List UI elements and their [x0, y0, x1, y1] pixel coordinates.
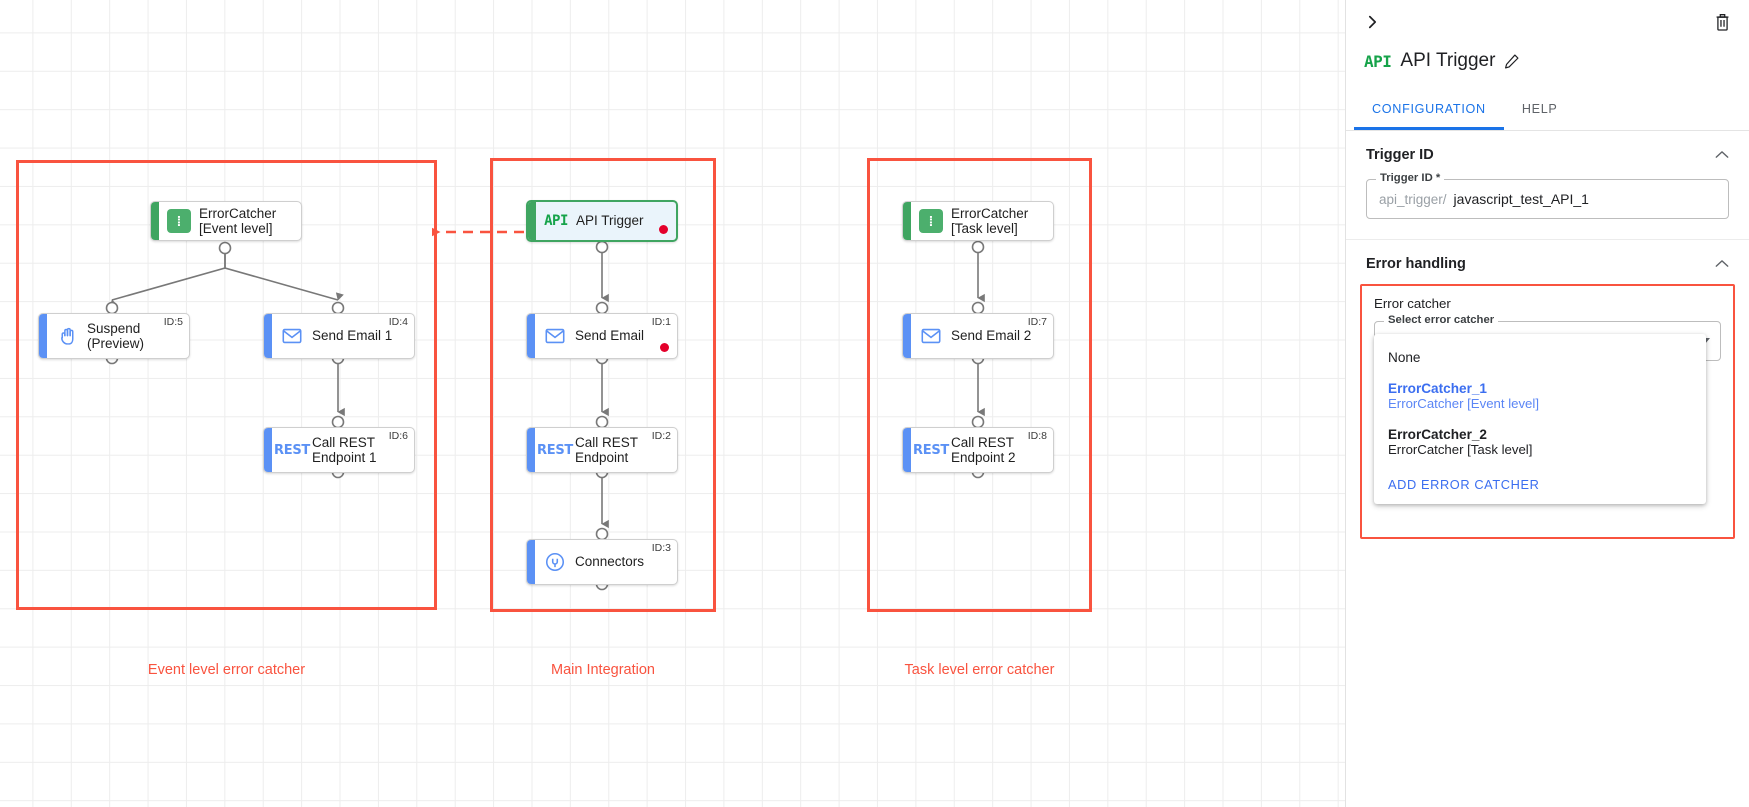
error-catcher-box: Error catcher Select error catcher Error…	[1360, 284, 1735, 539]
node-send-email-2[interactable]: Send Email 2 ID:7	[902, 313, 1054, 359]
node-accent-bar	[151, 202, 159, 240]
api-icon: API	[544, 213, 568, 229]
error-catcher-label: Error catcher	[1374, 296, 1451, 311]
node-label: Call REST Endpoint 1	[312, 434, 377, 465]
trash-icon[interactable]	[1709, 9, 1735, 35]
trigger-id-legend: Trigger ID *	[1376, 172, 1445, 184]
node-label: Send Email 1	[312, 328, 393, 344]
panel-tabs: CONFIGURATION HELP	[1346, 92, 1749, 131]
node-accent-bar	[903, 314, 911, 358]
trigger-id-value: javascript_test_API_1	[1453, 191, 1589, 207]
pencil-icon[interactable]	[1504, 53, 1520, 69]
rest-icon: REST	[537, 442, 573, 458]
trigger-id-input[interactable]: Trigger ID * api_trigger/ javascript_tes…	[1366, 172, 1729, 219]
node-label: ErrorCatcher [Task level]	[951, 205, 1029, 236]
event-level-group[interactable]	[16, 160, 437, 610]
node-accent-bar	[527, 428, 535, 472]
api-icon: API	[1364, 51, 1392, 71]
node-label: ErrorCatcher [Event level]	[199, 205, 277, 236]
node-error-indicator	[660, 343, 669, 352]
node-error-catcher-task-level[interactable]: ⁞ ErrorCatcher [Task level]	[902, 201, 1054, 241]
node-accent-bar	[264, 314, 272, 358]
node-accent-bar	[903, 202, 911, 240]
option-label: ErrorCatcher_2	[1388, 427, 1487, 442]
workflow-canvas[interactable]: Event level error catcher Main Integrati…	[0, 0, 1345, 807]
node-id: ID:2	[651, 430, 671, 442]
node-id: ID:8	[1027, 430, 1047, 442]
task-level-group[interactable]	[867, 158, 1092, 612]
task-level-group-label: Task level error catcher	[904, 662, 1055, 678]
node-suspend-preview[interactable]: Suspend (Preview) ID:5	[38, 313, 190, 359]
section-title: Trigger ID	[1366, 147, 1434, 163]
dropdown-option-errorcatcher-2[interactable]: ErrorCatcher_2 ErrorCatcher [Task level]	[1374, 419, 1706, 465]
rest-icon: REST	[913, 442, 949, 458]
event-level-group-label: Event level error catcher	[147, 662, 306, 678]
option-sublabel: ErrorCatcher [Task level]	[1388, 442, 1533, 457]
node-id: ID:4	[388, 316, 408, 328]
add-error-catcher-button[interactable]: ADD ERROR CATCHER	[1388, 477, 1540, 492]
node-accent-bar	[528, 202, 536, 240]
envelope-icon	[535, 325, 575, 347]
section-trigger-id: Trigger ID Trigger ID * api_trigger/ jav…	[1346, 131, 1749, 240]
tab-configuration[interactable]: CONFIGURATION	[1354, 92, 1504, 130]
node-label: Connectors	[575, 554, 645, 570]
rest-icon: REST	[274, 442, 310, 458]
node-label: Send Email 2	[951, 328, 1032, 344]
node-accent-bar	[527, 540, 535, 584]
node-accent-bar	[527, 314, 535, 358]
section-title: Error handling	[1366, 256, 1466, 272]
node-call-rest-endpoint-2[interactable]: REST Call REST Endpoint 2 ID:8	[902, 427, 1054, 473]
dropdown-option-none[interactable]: None	[1374, 342, 1706, 373]
node-error-catcher-event-level[interactable]: ⁞ ErrorCatcher [Event level]	[150, 201, 302, 241]
trigger-id-prefix: api_trigger/	[1379, 191, 1447, 207]
node-label: API Trigger	[576, 213, 644, 229]
suspend-hand-icon	[47, 326, 87, 347]
trigger-id-field-wrap: Trigger ID * api_trigger/ javascript_tes…	[1346, 172, 1749, 239]
option-label: None	[1388, 350, 1421, 365]
option-label: ErrorCatcher_1	[1388, 381, 1487, 396]
main-integration-group[interactable]	[490, 158, 716, 612]
node-id: ID:1	[651, 316, 671, 328]
envelope-icon	[272, 325, 312, 347]
section-error-handling-header[interactable]: Error handling	[1346, 240, 1749, 284]
envelope-icon	[911, 325, 951, 347]
error-catcher-dropdown[interactable]: None ErrorCatcher_1 ErrorCatcher [Event …	[1374, 334, 1706, 504]
chevron-right-icon[interactable]	[1358, 8, 1386, 36]
error-catcher-icon: ⁞	[911, 209, 951, 233]
node-call-rest-endpoint[interactable]: REST Call REST Endpoint ID:2	[526, 427, 678, 473]
node-label: Call REST Endpoint 2	[951, 434, 1016, 465]
node-send-email[interactable]: Send Email ID:1	[526, 313, 678, 359]
chevron-up-icon[interactable]	[1715, 257, 1729, 271]
main-integration-group-label: Main Integration	[551, 662, 655, 678]
node-label: Suspend (Preview)	[87, 320, 145, 351]
node-label: Send Email	[575, 328, 645, 344]
dropdown-option-errorcatcher-1[interactable]: ErrorCatcher_1 ErrorCatcher [Event level…	[1374, 373, 1706, 419]
node-connectors[interactable]: Connectors ID:3	[526, 539, 678, 585]
node-api-trigger[interactable]: API API Trigger	[526, 200, 678, 242]
section-trigger-id-header[interactable]: Trigger ID	[1346, 131, 1749, 175]
node-label: Call REST Endpoint	[575, 434, 639, 465]
chevron-up-icon[interactable]	[1715, 148, 1729, 162]
connectors-icon	[535, 551, 575, 573]
page-title: API Trigger	[1400, 50, 1496, 71]
select-error-catcher-legend: Select error catcher	[1384, 314, 1499, 326]
tab-help[interactable]: HELP	[1521, 102, 1558, 116]
details-panel: API API Trigger CONFIGURATION HELP Trigg…	[1345, 0, 1749, 807]
node-id: ID:7	[1027, 316, 1047, 328]
node-id: ID:6	[388, 430, 408, 442]
node-call-rest-endpoint-1[interactable]: REST Call REST Endpoint 1 ID:6	[263, 427, 415, 473]
node-error-indicator	[659, 225, 668, 234]
error-catcher-icon: ⁞	[159, 209, 199, 233]
section-error-handling: Error handling Error catcher Select erro…	[1346, 240, 1749, 539]
node-send-email-1[interactable]: Send Email 1 ID:4	[263, 313, 415, 359]
node-accent-bar	[39, 314, 47, 358]
panel-title-row: API API Trigger	[1346, 42, 1749, 78]
node-id: ID:3	[651, 542, 671, 554]
option-sublabel: ErrorCatcher [Event level]	[1388, 396, 1539, 411]
node-id: ID:5	[163, 316, 183, 328]
node-accent-bar	[903, 428, 911, 472]
node-accent-bar	[264, 428, 272, 472]
panel-topbar	[1346, 0, 1749, 42]
